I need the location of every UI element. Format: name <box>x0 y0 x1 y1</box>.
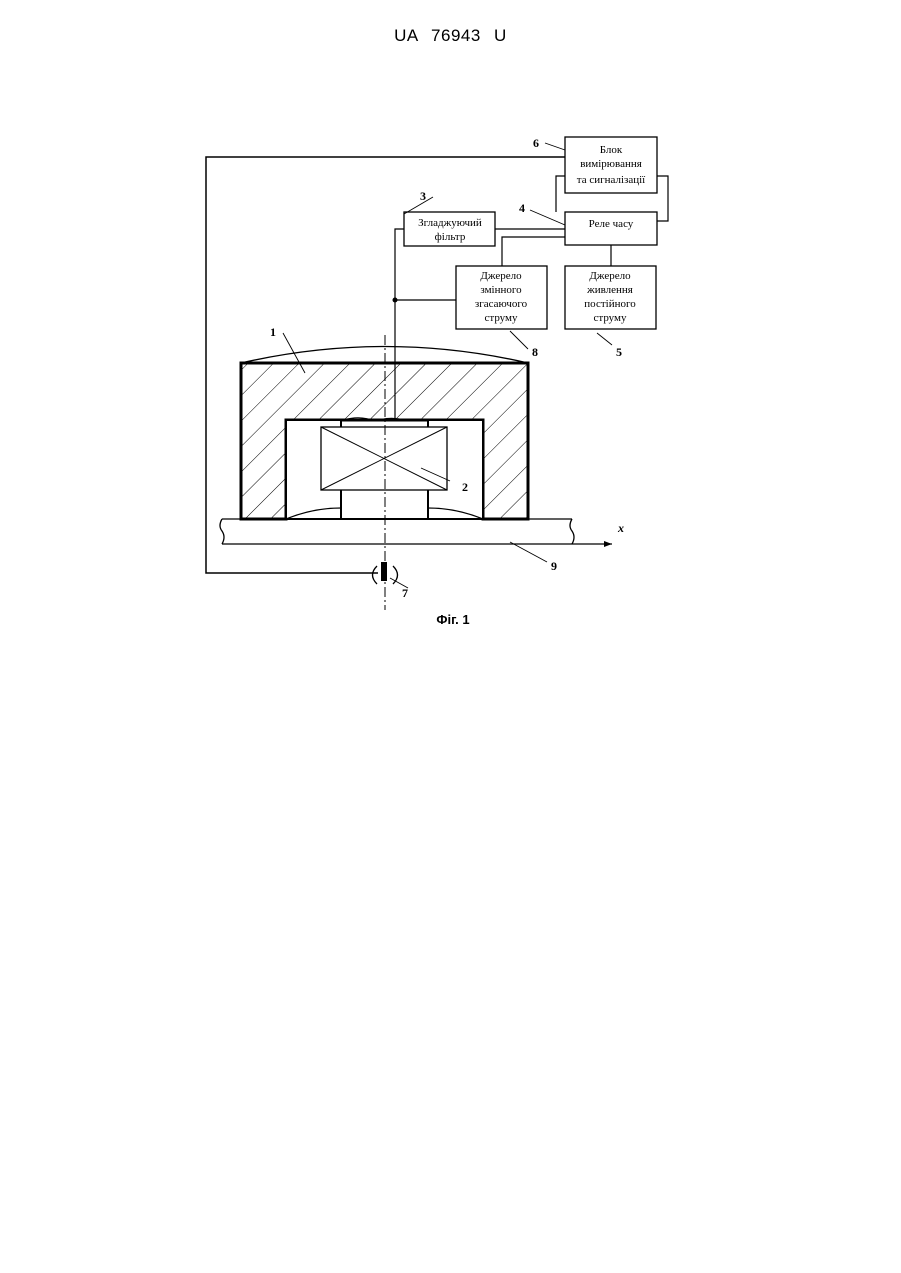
dc-source-line-4: струму <box>594 312 627 324</box>
relay-block-label: Реле часу <box>589 218 634 230</box>
workpiece <box>220 519 612 547</box>
ref-number-4: 4 <box>519 201 525 215</box>
ref-number-6: 6 <box>533 136 539 150</box>
measure-block-line-2: вимірювання <box>580 158 642 170</box>
ac-source-line-1: Джерело <box>480 270 522 282</box>
measure-block-line-1: Блок <box>600 144 623 156</box>
filter-block-line-1: Згладжуючий <box>418 217 482 229</box>
ref-number-8: 8 <box>532 345 538 359</box>
measure-block-line-3: та сигналізації <box>577 174 646 186</box>
ref-number-3: 3 <box>420 189 426 203</box>
dc-source-line-1: Джерело <box>589 270 631 282</box>
dc-source-line-2: живлення <box>586 284 633 296</box>
ref-number-5: 5 <box>616 345 622 359</box>
ac-source-block: Джерело змінного згасаючого струму <box>456 266 547 329</box>
dc-source-line-3: постійного <box>584 298 636 310</box>
ref-number-1: 1 <box>270 325 276 339</box>
relay-block: Реле часу <box>565 212 657 245</box>
junction-dot <box>393 298 398 303</box>
axis-label-x: x <box>617 521 624 535</box>
filter-block: Згладжуючий фільтр <box>404 212 495 246</box>
ref-number-2: 2 <box>462 480 468 494</box>
coil <box>321 418 447 490</box>
dc-source-block: Джерело живлення постійного струму <box>565 266 656 329</box>
filter-block-line-2: фільтр <box>435 231 466 243</box>
measure-block: Блок вимірювання та сигналізації <box>565 137 657 193</box>
figure-caption: Фіг. 1 <box>436 612 469 627</box>
ac-source-line-2: змінного <box>480 284 522 296</box>
ac-source-line-3: згасаючого <box>475 298 528 310</box>
ac-source-line-4: струму <box>485 312 518 324</box>
ref-number-9: 9 <box>551 559 557 573</box>
ref-number-7: 7 <box>402 586 408 600</box>
